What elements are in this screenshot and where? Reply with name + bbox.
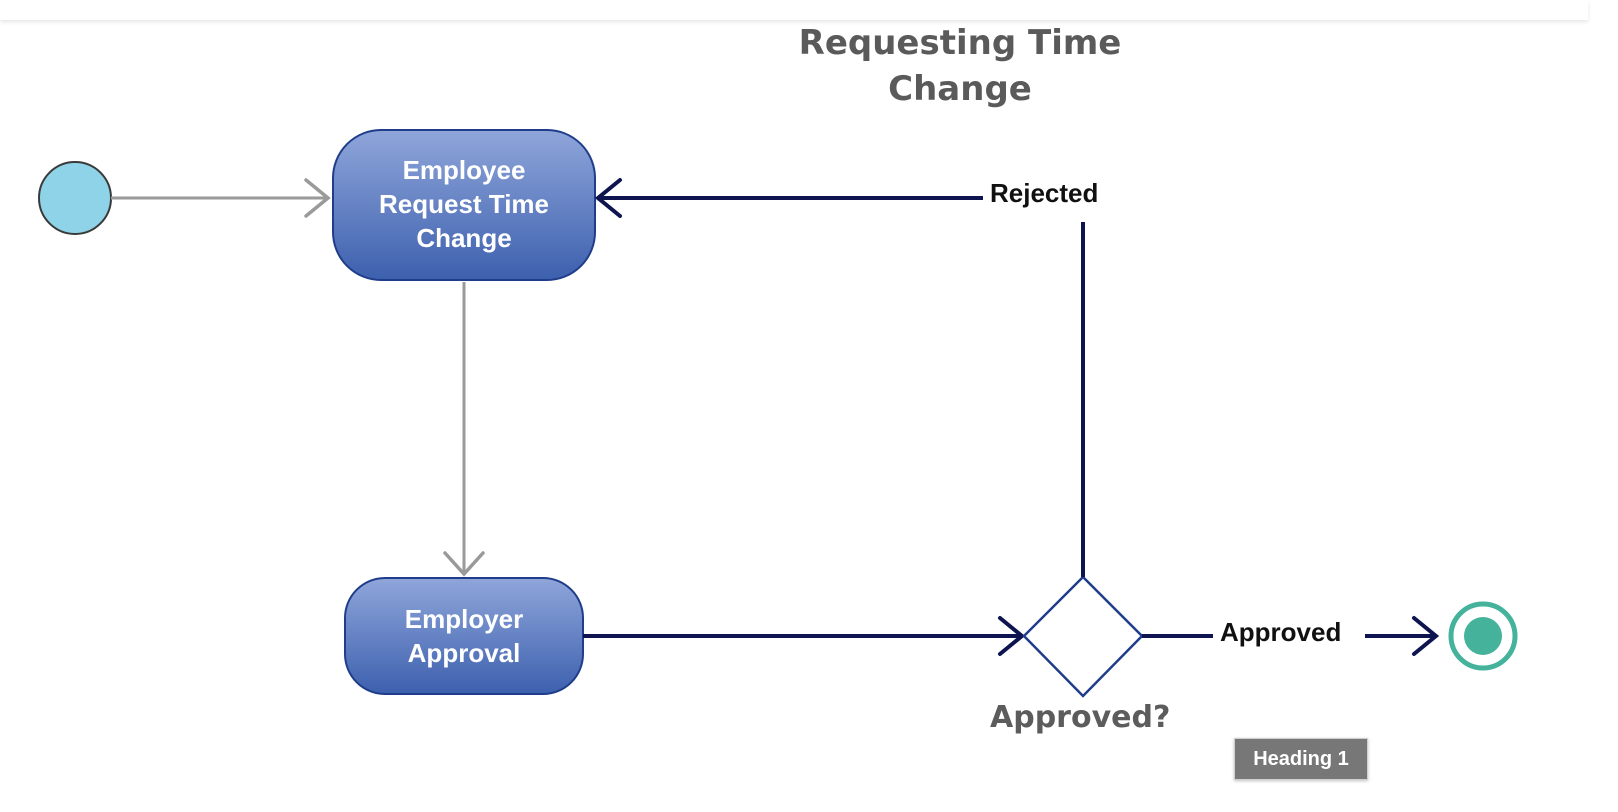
end-node-core	[1464, 617, 1502, 655]
activity-employee-request-label: Employee Request Time Change	[378, 155, 549, 253]
style-tooltip: Heading 1	[1234, 738, 1368, 780]
arrowhead-start-to-request	[304, 178, 331, 218]
arrowhead-request-to-approval	[443, 551, 485, 577]
arrowhead-approved	[1412, 616, 1440, 656]
activity-employer-approval-label: Employer Approval	[404, 604, 524, 668]
edge-label-approved[interactable]: Approved	[1220, 617, 1342, 648]
activity-employee-request[interactable]	[332, 129, 596, 281]
arrowhead-approval-to-decision	[998, 616, 1026, 656]
edge-label-rejected[interactable]: Rejected	[990, 178, 1099, 209]
decision-diamond[interactable]	[1022, 575, 1144, 698]
arrowhead-rejected	[594, 178, 622, 218]
diagram-title[interactable]: Requesting Time Change	[798, 23, 1122, 109]
decision-label[interactable]: Approved?	[990, 700, 1171, 735]
start-node[interactable]	[38, 161, 112, 235]
top-toolbar-edge	[0, 0, 1588, 20]
